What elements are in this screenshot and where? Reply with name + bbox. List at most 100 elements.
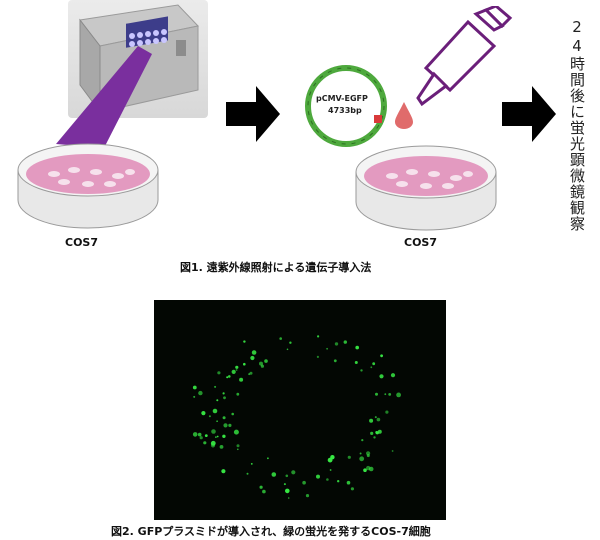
gfp-cell: [210, 443, 216, 448]
gfp-cell: [370, 431, 374, 435]
petri-dish-right: [355, 145, 497, 231]
gfp-cell: [212, 408, 218, 414]
gfp-cell: [226, 376, 229, 379]
gfp-cell: [343, 340, 347, 344]
gfp-cell: [271, 472, 277, 477]
gfp-cell: [233, 429, 239, 435]
gfp-cell: [223, 396, 226, 400]
gfp-cell: [228, 375, 231, 378]
gfp-cell: [192, 385, 197, 390]
droplet-icon: [395, 102, 413, 129]
gfp-cell: [239, 377, 244, 382]
gfp-cell: [215, 436, 217, 438]
gfp-cell: [374, 416, 377, 419]
gfp-cell: [287, 497, 290, 499]
gfp-cell: [347, 455, 351, 459]
gfp-cells: [192, 335, 401, 499]
gfp-cell: [361, 439, 364, 442]
gfp-cell: [375, 392, 378, 396]
gfp-cell: [250, 355, 255, 361]
gfp-cell: [231, 369, 236, 374]
gfp-cell: [192, 432, 198, 437]
plasmid-map: pCMV-EGFP 4733bp: [300, 60, 392, 152]
gfp-cell: [333, 359, 337, 363]
gfp-cell: [337, 480, 340, 483]
observation-note: 24時間後に蛍光顕微鏡観察: [568, 18, 586, 232]
gfp-cell: [223, 423, 228, 428]
gfp-cell: [231, 412, 234, 416]
gfp-cell: [355, 345, 359, 350]
arrow-right-icon: [226, 86, 280, 142]
gfp-cell: [216, 435, 219, 438]
gfp-cell: [211, 429, 216, 434]
gfp-cell: [380, 354, 383, 358]
gfp-cell: [375, 431, 379, 434]
gfp-cell: [199, 436, 203, 440]
gfp-cell: [370, 366, 373, 369]
gfp-cell: [248, 373, 251, 376]
gfp-cell: [203, 441, 207, 445]
gfp-cell: [198, 390, 203, 396]
gfp-cell: [369, 418, 374, 423]
fluorescence-micrograph: [154, 300, 446, 520]
gfp-cell: [219, 445, 224, 449]
petri-dish-left: [17, 143, 159, 229]
gfp-cell: [330, 455, 335, 460]
gfp-cell: [217, 371, 221, 375]
gfp-cell: [385, 410, 389, 414]
gfp-cell: [286, 348, 289, 351]
gfp-cell: [222, 416, 226, 420]
gfp-cell: [366, 465, 371, 471]
gfp-cell: [285, 474, 289, 478]
gfp-cell: [201, 411, 206, 416]
gfp-cell: [359, 456, 365, 462]
gfp-cell: [243, 340, 246, 343]
gfp-cell: [264, 359, 268, 363]
gfp-cell: [326, 478, 329, 481]
gfp-cell: [251, 350, 257, 355]
gfp-cell: [329, 469, 332, 471]
gfp-cell: [243, 362, 246, 366]
gfp-cell: [373, 436, 376, 439]
gfp-cell: [259, 485, 263, 489]
plasmid-ring: [305, 65, 387, 147]
gfp-cell: [279, 337, 282, 340]
gfp-cell: [235, 365, 239, 369]
gfp-cell: [334, 342, 339, 346]
gfp-cell: [391, 450, 394, 452]
gfp-cell: [346, 480, 351, 485]
gfp-cell: [222, 434, 226, 438]
left-dish-label: COS7: [65, 236, 98, 249]
gfp-cell: [316, 355, 319, 358]
gfp-cell: [316, 474, 320, 479]
figure1-caption: 図1. 遠紫外線照射による遺伝子導入法: [180, 261, 372, 274]
gfp-cell: [388, 393, 392, 396]
gfp-cell: [246, 472, 249, 475]
gfp-cell: [236, 392, 240, 396]
gfp-cell: [228, 423, 232, 427]
gfp-cell: [204, 434, 208, 437]
gfp-cell: [250, 463, 253, 465]
gfp-cell: [396, 392, 401, 398]
gfp-cell: [235, 369, 238, 371]
plasmid-name: pCMV-EGFP: [316, 94, 368, 103]
gfp-cell: [363, 468, 367, 472]
gfp-cell: [221, 469, 226, 474]
gfp-cell: [285, 488, 290, 494]
gfp-cell: [326, 347, 328, 350]
gfp-cell: [262, 489, 266, 494]
gfp-cell: [360, 369, 363, 372]
uv-beam-cone: [56, 46, 152, 148]
pipette-icon: [416, 6, 513, 107]
gfp-cell: [350, 487, 354, 491]
arrow-right-icon-2: [502, 86, 556, 142]
uv-beam: [56, 46, 152, 148]
gfp-cell: [283, 483, 286, 486]
gfp-cell: [359, 452, 362, 455]
gfp-cell: [366, 451, 371, 456]
gfp-cell: [249, 371, 253, 375]
gfp-cell: [372, 362, 376, 366]
plasmid-size: 4733bp: [328, 106, 362, 115]
gfp-cell: [222, 392, 225, 395]
gfp-cell: [237, 448, 239, 451]
